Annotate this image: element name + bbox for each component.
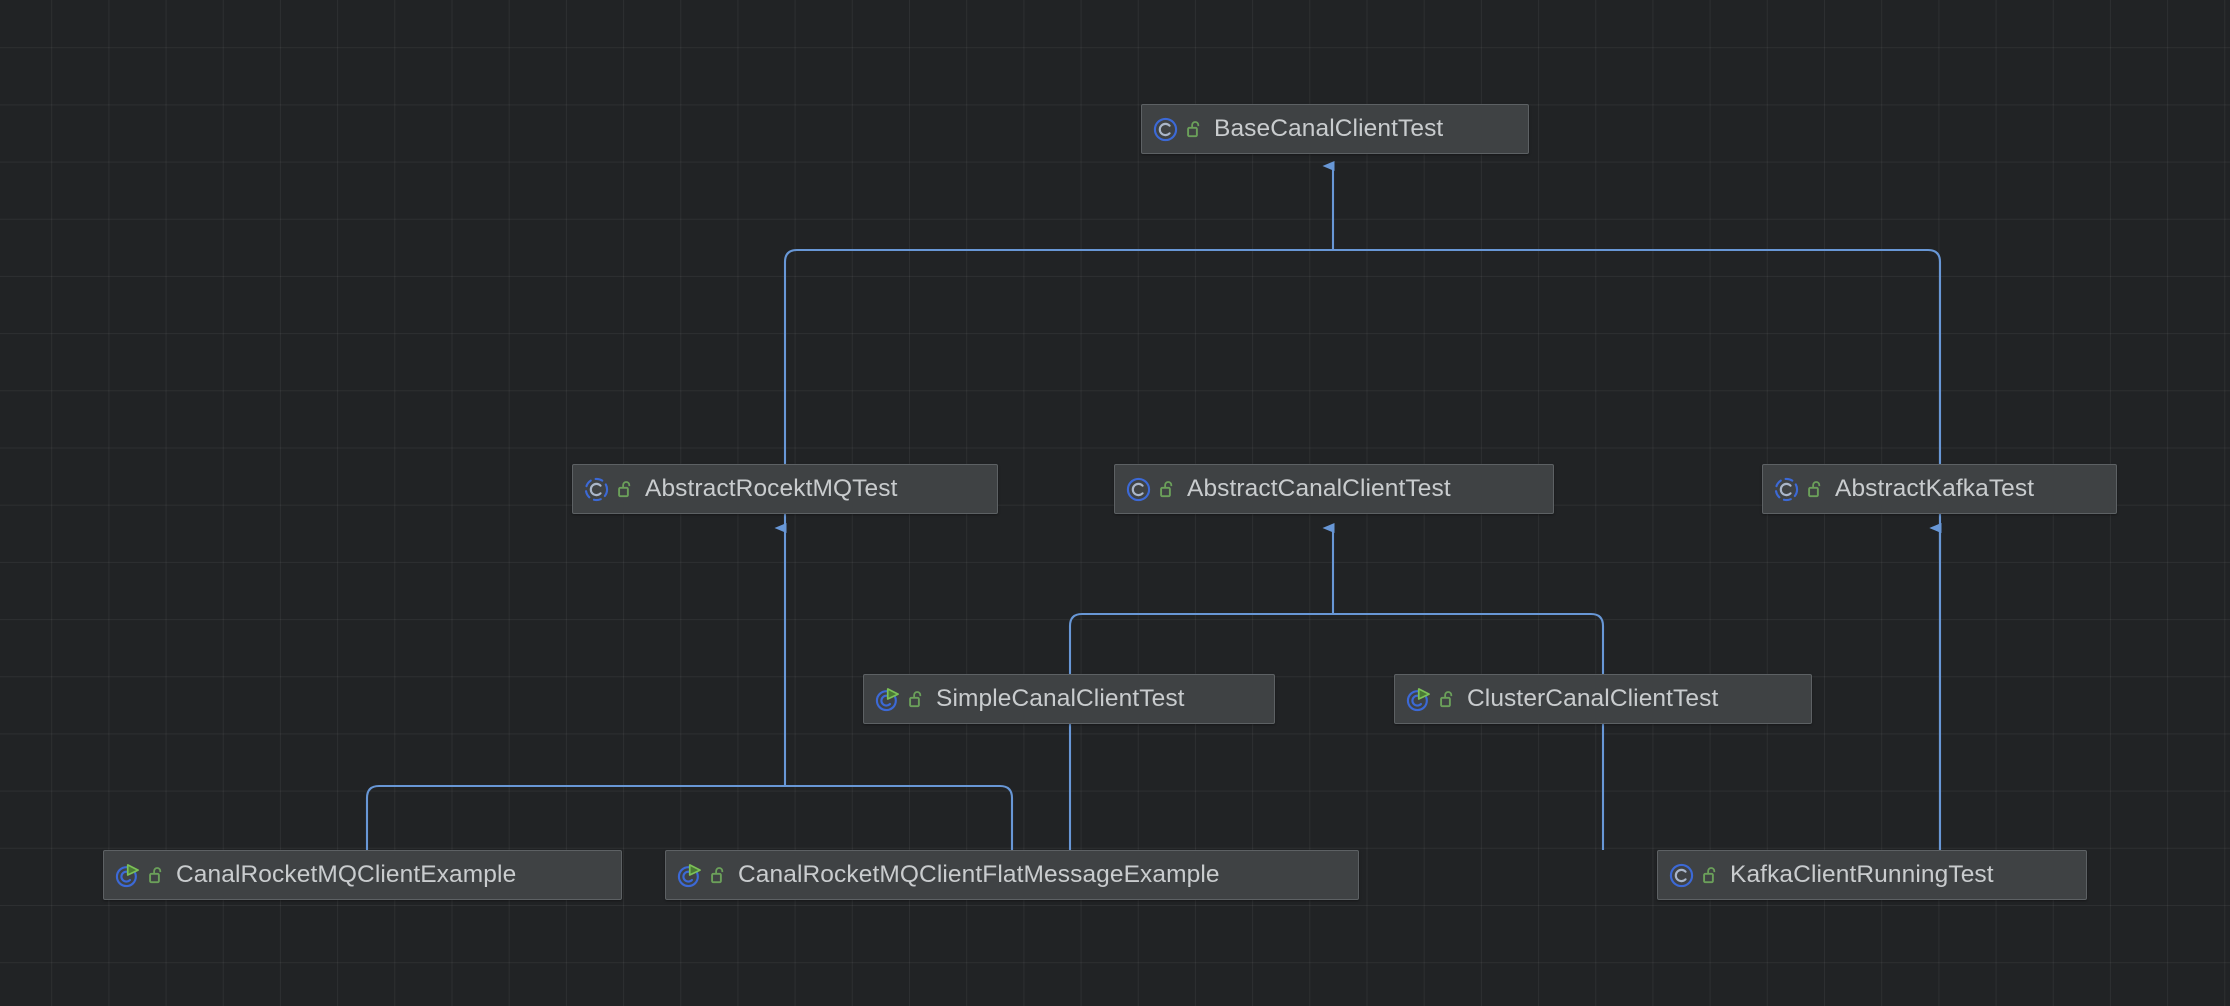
runnable-class-icon [874,686,901,713]
class-node-canalrocketmqclientexample[interactable]: CanalRocketMQClientExample [103,850,622,900]
class-node-label: CanalRocketMQClientExample [176,860,517,888]
class-node-label: AbstractCanalClientTest [1187,474,1451,502]
class-node-label: CanalRocketMQClientFlatMessageExample [738,860,1220,888]
class-node-abstractkafkatest[interactable]: AbstractKafkaTest [1762,464,2117,514]
class-icon [1668,862,1695,889]
class-node-label: AbstractKafkaTest [1835,474,2035,502]
unlocked-padlock-icon [1159,480,1176,499]
abstract-class-icon [1773,476,1800,503]
class-icon [1152,116,1179,143]
edge-clustercanalclienttest-abstractcanalclienttest [1333,612,1605,850]
class-icon [1125,476,1152,503]
runnable-class-icon [1405,686,1432,713]
class-node-simplecanalclienttest[interactable]: SimpleCanalClientTest [863,674,1275,724]
abstract-class-icon [583,476,610,503]
class-node-label: BaseCanalClientTest [1214,114,1444,142]
class-node-abstractrocektmqtest[interactable]: AbstractRocektMQTest [572,464,998,514]
unlocked-padlock-icon [1439,690,1456,709]
unlocked-padlock-icon [148,866,165,885]
class-node-kafkaclientrunningtest[interactable]: KafkaClientRunningTest [1657,850,2087,900]
class-node-label: SimpleCanalClientTest [936,684,1185,712]
unlocked-padlock-icon [1702,866,1719,885]
class-node-clustercanalclienttest[interactable]: ClusterCanalClientTest [1394,674,1812,724]
class-node-abstractcanalclienttest[interactable]: AbstractCanalClientTest [1114,464,1554,514]
unlocked-padlock-icon [1186,120,1203,139]
class-node-label: AbstractRocektMQTest [645,474,898,502]
runnable-class-icon [676,862,703,889]
class-node-label: KafkaClientRunningTest [1730,860,1994,888]
edge-simplecanalclienttest-abstractcanalclienttest [1068,612,1333,850]
unlocked-padlock-icon [908,690,925,709]
unlocked-padlock-icon [710,866,727,885]
class-node-label: ClusterCanalClientTest [1467,684,1719,712]
class-node-canalrocketmqclientflatmessageexample[interactable]: CanalRocketMQClientFlatMessageExample [665,850,1359,900]
edge-canalrocketmqclientexample-abstractrocektmqtest [365,784,785,850]
edge-canalrocketmqclientflatmessageexample-abstractrocektmqtest [785,784,1014,850]
unlocked-padlock-icon [617,480,634,499]
unlocked-padlock-icon [1807,480,1824,499]
runnable-class-icon [114,862,141,889]
class-node-basecanalclienttest[interactable]: BaseCanalClientTest [1141,104,1529,154]
